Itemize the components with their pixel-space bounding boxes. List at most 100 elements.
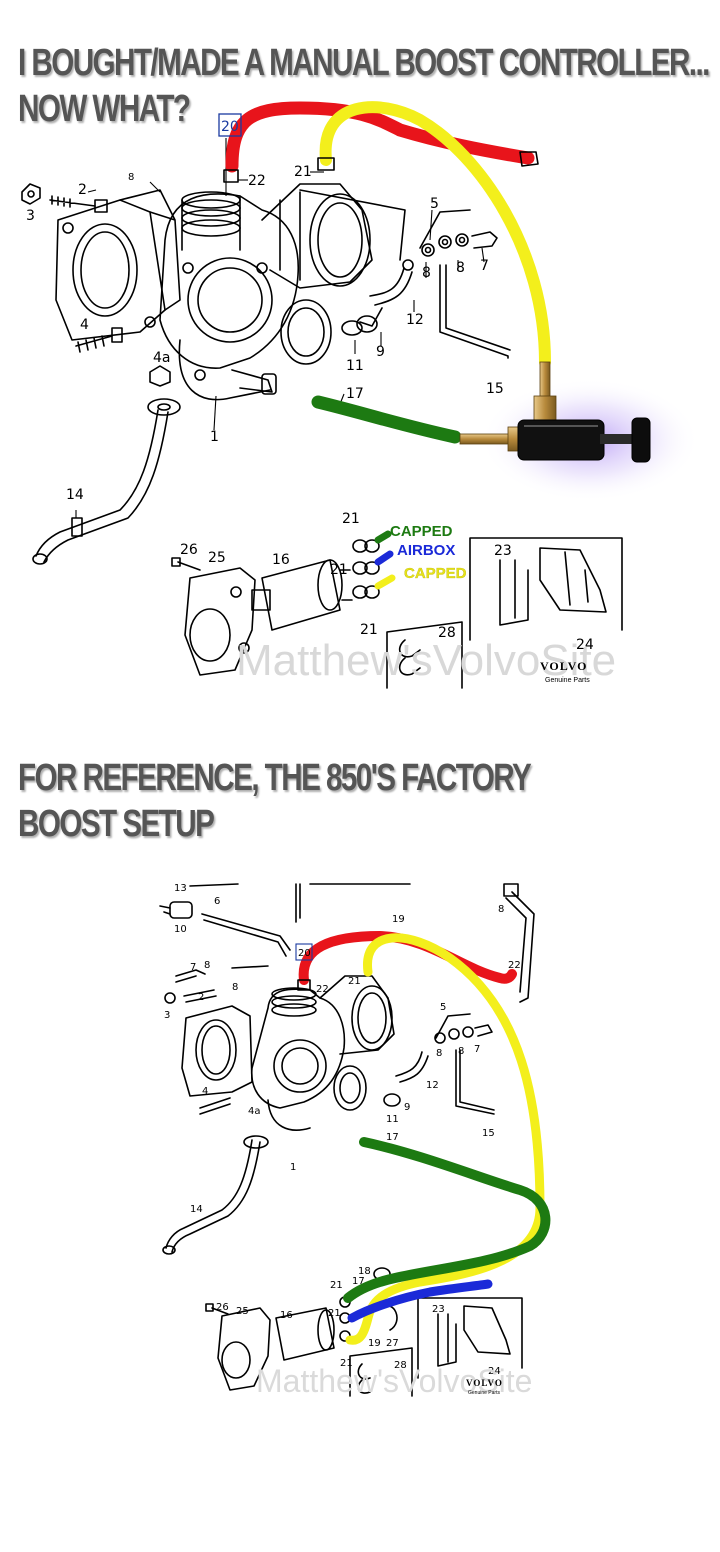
part-number-21b: 21 — [330, 1280, 343, 1291]
cap-green — [374, 530, 392, 544]
part-number-4: 4 — [202, 1086, 208, 1097]
part-number-16: 16 — [280, 1310, 293, 1321]
actuator-16 — [275, 1307, 335, 1361]
part-number-9: 9 — [404, 1102, 410, 1113]
bolt-2 — [49, 195, 108, 213]
label-capped-green: CAPPED — [390, 523, 453, 540]
part-number-8d: 8 — [436, 1048, 442, 1059]
part-number-6: 6 — [214, 896, 220, 907]
leader-lines — [75, 138, 485, 518]
volvo-logo: VOLVO — [466, 1378, 503, 1388]
nut-3 — [21, 183, 41, 205]
cap-yellow — [374, 574, 396, 590]
part-number-22: 22 — [248, 173, 266, 189]
reference-line-1: FOR REFERENCE, THE 850'S FACTORY — [18, 757, 532, 799]
factory-boost-setup-diagram: 13 6 10 19 8 20 22 21 22 7 8 8 2 3 4 4a … — [159, 883, 551, 1399]
part-number-7: 7 — [480, 258, 489, 274]
water-pipe-14 — [32, 409, 169, 565]
bracket-25 — [184, 567, 256, 676]
actuator-16 — [251, 559, 353, 631]
watermark: Matthew'sVolvoSite — [236, 636, 616, 685]
stud-4 — [75, 327, 123, 353]
label-capped-yellow: CAPPED — [404, 565, 467, 582]
hose-yellow — [319, 101, 551, 368]
part-number-3: 3 — [26, 208, 35, 224]
part-number-12: 12 — [406, 312, 424, 328]
part-number-26: 26 — [216, 1302, 229, 1313]
part-number-22b: 22 — [508, 960, 521, 971]
part-number-8: 8 — [498, 904, 504, 915]
part-number-3: 3 — [164, 1010, 170, 1021]
part-number-24: 24 — [576, 637, 594, 653]
title-line-1: I BOUGHT/MADE A MANUAL BOOST CONTROLLER.… — [18, 42, 710, 84]
gasket-4a — [147, 365, 181, 416]
part-number-17: 17 — [386, 1132, 399, 1143]
part-number-18: 18 — [358, 1266, 371, 1277]
bracket-25 — [217, 1307, 271, 1391]
hose-red — [225, 101, 535, 173]
part-number-8e: 8 — [458, 1046, 464, 1057]
cap-blue — [374, 550, 394, 566]
part-number-23: 23 — [494, 543, 512, 559]
hose-red-end-fitting — [223, 169, 239, 183]
part-number-28: 28 — [394, 1360, 407, 1371]
part-number-5: 5 — [430, 196, 439, 212]
title-line-2: NOW WHAT? — [18, 88, 191, 130]
part-number-15: 15 — [486, 381, 504, 397]
hose-yellow-end-clamp — [317, 157, 335, 171]
part-number-22: 22 — [316, 984, 329, 995]
part-number-labels: 20 22 21 8 2 3 4 4a 1 14 5 8 8 7 12 9 11… — [26, 113, 594, 653]
part-number-1: 1 — [210, 429, 219, 445]
part-number-25: 25 — [208, 550, 226, 566]
part-number-19b: 19 — [368, 1338, 381, 1349]
part-number-23: 23 — [432, 1304, 445, 1315]
clip-inset-28 — [349, 1347, 413, 1397]
title-heading: I BOUGHT/MADE A MANUAL BOOST CONTROLLER.… — [18, 40, 710, 132]
manifold-flange — [181, 1005, 253, 1097]
volvo-logo: VOLVO — [540, 659, 587, 673]
inset-23-24 — [417, 1297, 523, 1379]
bolt-26 — [205, 1303, 229, 1315]
compressor-inlet — [319, 975, 395, 1055]
genuine-parts-tagline: Genuine Parts — [468, 1390, 500, 1396]
part-number-5: 5 — [440, 1002, 446, 1013]
part-number-8c: 8 — [232, 982, 238, 993]
part-number-17: 17 — [346, 386, 364, 402]
manual-boost-controller-diagram: 20 22 21 8 2 3 4 4a 1 14 5 8 8 7 12 9 11… — [21, 101, 700, 689]
part-number-14: 14 — [66, 487, 84, 503]
part-number-19: 19 — [392, 914, 405, 925]
part-number-9: 9 — [376, 344, 385, 360]
part-number-8: 8 — [128, 172, 134, 183]
part-number-21c: 21 — [328, 1308, 341, 1319]
actuator-nipples — [352, 539, 380, 599]
hose-green — [311, 395, 462, 444]
hose-blue — [347, 1279, 493, 1323]
part-number-25: 25 — [236, 1306, 249, 1317]
part-number-13: 13 — [174, 883, 187, 894]
bolt-26 — [171, 557, 201, 571]
compressor-inlet — [261, 183, 406, 289]
upper-lines — [159, 883, 535, 1003]
pipe-12-9 — [356, 267, 413, 333]
part-number-4: 4 — [80, 317, 89, 333]
part-number-labels: 13 6 10 19 8 20 22 21 22 7 8 8 2 3 4 4a … — [164, 883, 521, 1377]
reference-heading: FOR REFERENCE, THE 850'S FACTORY BOOST S… — [18, 755, 532, 847]
genuine-parts-tagline: Genuine Parts — [545, 677, 590, 684]
part-number-2: 2 — [198, 992, 204, 1003]
part-number-21d: 21 — [340, 1358, 353, 1369]
manifold-flange — [55, 189, 181, 341]
part-number-26: 26 — [180, 542, 198, 558]
part-number-28: 28 — [438, 625, 456, 641]
clamp-11 — [341, 320, 363, 336]
hose-green — [343, 1137, 551, 1303]
manual-boost-controller — [459, 361, 700, 502]
part-number-4a: 4a — [153, 350, 171, 366]
part-number-15: 15 — [482, 1128, 495, 1139]
part-number-8c: 8 — [456, 260, 465, 276]
part-number-20: 20 — [298, 948, 311, 959]
bolts-left — [164, 965, 269, 1115]
fittings-5-7-8 — [383, 1013, 495, 1115]
part-number-11: 11 — [386, 1114, 399, 1125]
part-number-1: 1 — [290, 1162, 296, 1173]
part-number-21: 21 — [348, 976, 361, 987]
